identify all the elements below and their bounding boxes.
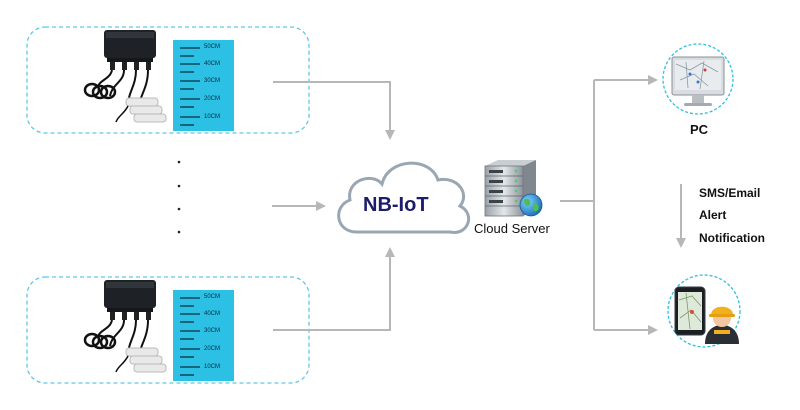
ellipsis-dots <box>177 160 181 234</box>
alert-line-sms-email: SMS/Email <box>699 186 761 200</box>
monitor-icon <box>671 56 725 106</box>
server-label: Cloud Server <box>474 221 550 236</box>
smartphone-icon <box>674 286 706 336</box>
server-to-clients-arrows <box>560 75 686 335</box>
ruler-mark-40: 40CM <box>204 61 221 67</box>
pc-node <box>662 43 734 115</box>
server-icon <box>484 160 536 217</box>
ruler-mark-10: 10CM <box>204 114 221 120</box>
ruler-mark-30: 30CM <box>204 328 221 334</box>
ruler-mark-50: 50CM <box>204 294 221 300</box>
ruler-mark-10: 10CM <box>204 364 221 370</box>
top-group-border <box>26 26 310 134</box>
water-level-ruler-icon <box>173 290 234 381</box>
cloud-label: NB-IoT <box>363 194 429 216</box>
mobile-node <box>667 274 741 348</box>
pc-label: PC <box>690 122 709 137</box>
worker-icon <box>705 306 739 344</box>
alert-line-notification: Notification <box>699 231 765 245</box>
alert-line-alert: Alert <box>699 208 727 222</box>
ruler-mark-50: 50CM <box>204 44 221 50</box>
sensor-device-icon <box>83 278 168 374</box>
sensor-device-icon <box>83 28 168 124</box>
sensor-to-cloud-arrows <box>272 81 395 331</box>
top-sensor-group <box>26 26 310 134</box>
bottom-sensor-group <box>26 276 310 384</box>
ruler-mark-20: 20CM <box>204 346 221 352</box>
globe-icon <box>519 193 543 217</box>
cloud-icon <box>337 161 471 234</box>
ruler-mark-40: 40CM <box>204 311 221 317</box>
bottom-group-border <box>26 276 310 384</box>
ruler-mark-20: 20CM <box>204 96 221 102</box>
water-level-ruler-icon <box>173 40 234 131</box>
ruler-mark-30: 30CM <box>204 78 221 84</box>
